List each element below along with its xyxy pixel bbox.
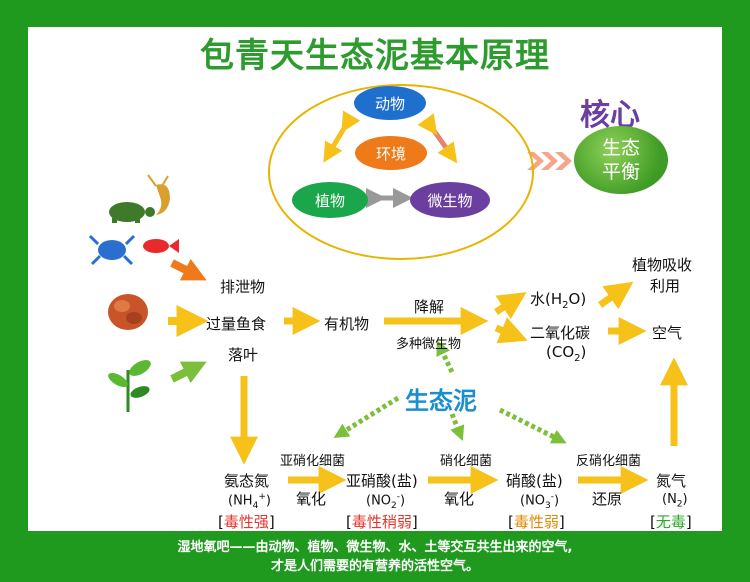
nitrogen-gas-label: 氮气 <box>656 472 687 490</box>
footer-caption: 湿地氧吧——由动物、植物、微生物、水、土等交互共生出来的空气, 才是人们需要的有… <box>0 538 750 576</box>
page-title: 包青天生态泥基本原理 <box>200 36 550 76</box>
denitrify-bacteria-label: 反硝化细菌 <box>576 454 642 469</box>
turtle-icon <box>109 202 155 223</box>
nitrate-label: 硝酸(盐) <box>506 472 563 490</box>
ammonia-label: 氨态氮 <box>224 472 270 490</box>
nitrate-toxicity: [毒性弱] <box>508 513 565 531</box>
cycle-node-environment: 环境 <box>355 136 427 170</box>
eco-arrow-left <box>333 395 400 438</box>
ecological-balance-badge: 生态 平衡 <box>574 126 668 194</box>
nitrite-bacteria-label: 亚硝化细菌 <box>280 454 346 469</box>
core-line2: 平衡 <box>601 161 640 183</box>
animals-arrow <box>170 258 207 281</box>
fish-food-icon <box>108 294 148 330</box>
nitrogen-toxicity: [无毒] <box>650 513 692 531</box>
crab-icon <box>88 234 136 266</box>
cycle-node-microbes: 微生物 <box>410 182 490 218</box>
to-co2-arrow <box>494 317 528 344</box>
plant-absorb-line2: 利用 <box>650 277 681 295</box>
chevron-icon <box>527 152 544 170</box>
shrimp-icon <box>147 174 170 215</box>
oxidize1-label: 氧化 <box>296 490 327 508</box>
eco-arrow-down <box>449 413 465 441</box>
to-plant-arrow <box>598 281 634 310</box>
water-label: 水(H2O) <box>530 290 587 311</box>
fish-icon <box>143 239 179 253</box>
co2-label: 二氧化碳 <box>530 324 591 342</box>
footer-line2: 才是人们需要的有营养的活性空气。 <box>270 559 479 574</box>
nitrite-toxicity: [毒性稍弱] <box>346 513 418 531</box>
eco-arrow-right <box>498 407 567 444</box>
cycle-node-animals: 动物 <box>354 86 426 120</box>
source-excrement: 排泄物 <box>220 278 266 296</box>
nitrite-formula: (NO2-) <box>366 492 406 511</box>
chevron-icon <box>555 152 572 170</box>
leaves-arrow <box>170 361 207 384</box>
nitrate-formula: (NO3-) <box>520 492 560 511</box>
reduce-label: 还原 <box>592 490 623 508</box>
nitrite-label: 亚硝酸(盐) <box>346 472 418 490</box>
ammonia-toxicity: [毒性强] <box>218 513 275 531</box>
eco-arrow-up <box>436 340 455 374</box>
plant-absorb-line1: 植物吸收 <box>632 256 693 274</box>
cycle-node-plants: 植物 <box>292 182 368 218</box>
air-label: 空气 <box>652 324 683 342</box>
ammonia-formula: (NH4+) <box>228 492 271 511</box>
source-fallen-leaves: 落叶 <box>228 346 259 364</box>
core-line1: 生态 <box>601 137 640 159</box>
footer-line1: 湿地氧吧——由动物、植物、微生物、水、土等交互共生出来的空气, <box>177 540 573 555</box>
nitrate-bacteria-label: 硝化细菌 <box>440 454 493 469</box>
to-water-arrow <box>494 292 527 320</box>
organic-matter: 有机物 <box>324 315 370 333</box>
co2-formula: (CO2) <box>546 343 587 364</box>
eco-mud-label: 生态泥 <box>405 387 477 415</box>
plant-sprout-icon <box>108 360 151 412</box>
nitrogen-formula: (N2) <box>662 492 688 510</box>
ecosystem-oval <box>268 84 534 260</box>
oxidize2-label: 氧化 <box>444 490 475 508</box>
source-excess-feed: 过量鱼食 <box>206 315 267 333</box>
microbes-label: 多种微生物 <box>396 337 462 352</box>
decompose-label: 降解 <box>414 298 445 316</box>
chevron-icon <box>541 152 558 170</box>
